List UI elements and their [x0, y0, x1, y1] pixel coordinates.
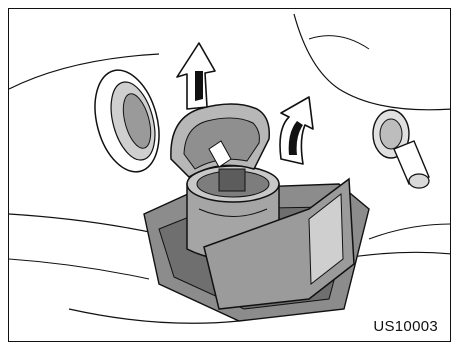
dashboard-contour-line — [294, 14, 451, 110]
dashboard-contour-line — [9, 214, 159, 234]
dashboard-contour-line — [309, 36, 369, 49]
figure-code-label: US10003 — [371, 318, 440, 335]
ashtray-illustration — [9, 9, 451, 342]
arrow-curved-up-icon — [280, 97, 313, 164]
air-vent — [85, 63, 170, 179]
dashboard-contour-line — [369, 224, 451, 239]
dashboard-contour-line — [69, 309, 239, 323]
arrow-up-icon — [177, 43, 215, 109]
dashboard-contour-line — [9, 259, 149, 279]
ashtray-illustration-figure: US10003 — [8, 8, 451, 342]
cigarette-lighter-knob — [373, 110, 429, 188]
ashtray-lid — [171, 104, 269, 177]
